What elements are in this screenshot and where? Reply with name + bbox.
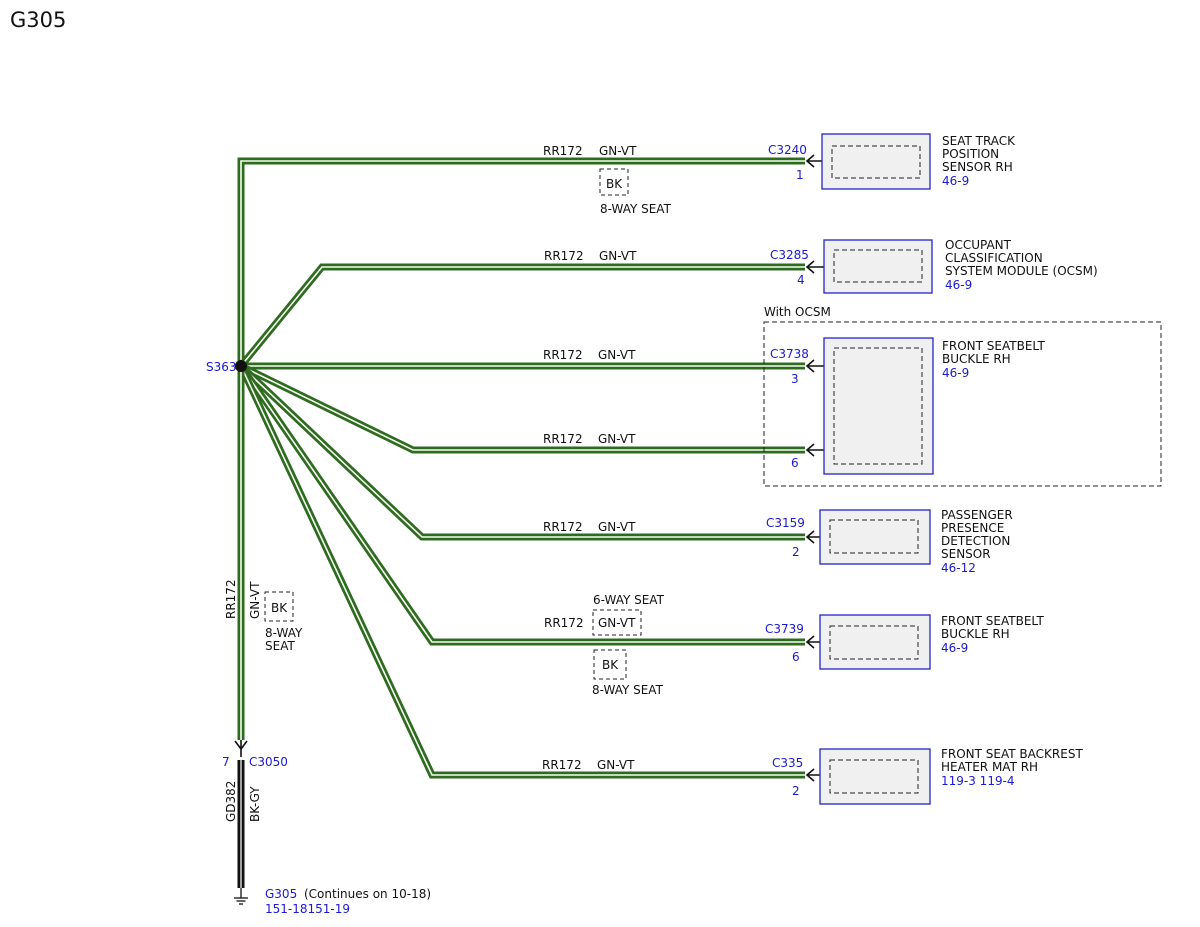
arrow-c3050 bbox=[234, 740, 248, 757]
option-box-text: BK bbox=[606, 177, 623, 191]
pin-number: 4 bbox=[797, 273, 805, 287]
pin-number: 6 bbox=[792, 650, 800, 664]
pin-number: 1 bbox=[796, 168, 804, 182]
wire-label-color: GN-VT bbox=[598, 520, 636, 534]
with-ocsm-group bbox=[763, 321, 1162, 487]
component-passenger-presence[interactable] bbox=[819, 509, 931, 565]
component-seatbelt-buckle[interactable] bbox=[819, 614, 931, 670]
with-ocsm-label: With OCSM bbox=[764, 305, 831, 319]
connector-id: C3159 bbox=[766, 516, 805, 530]
wire-label-circuit: RR172 bbox=[544, 249, 584, 263]
component-name-line: HEATER MAT RH bbox=[941, 760, 1038, 774]
option-top-label: 6-WAY SEAT bbox=[593, 593, 665, 607]
wire-label-circuit: RR172 bbox=[542, 758, 582, 772]
option-box-bk-c3739 bbox=[593, 649, 627, 680]
wires bbox=[237, 157, 805, 888]
option-box-gnvt-6way bbox=[592, 609, 642, 636]
connector-arrows bbox=[234, 154, 834, 782]
ground-connector-id: C3050 bbox=[249, 755, 288, 769]
option-box-bk-vertical bbox=[264, 591, 294, 622]
wire-labels: RR172 GN-VT BK 8-WAY SEAT RR172 GN-VT RR… bbox=[224, 144, 672, 822]
component-name-line: DETECTION bbox=[941, 534, 1010, 548]
pin-number: 2 bbox=[792, 784, 800, 798]
option-box-text: BK bbox=[602, 658, 619, 672]
wire-c3159[interactable] bbox=[238, 363, 805, 541]
component-name-line: FRONT SEATBELT bbox=[942, 339, 1045, 353]
vertical-wire-color: GN-VT bbox=[248, 581, 262, 619]
component-name-line: FRONT SEAT BACKREST bbox=[941, 747, 1083, 761]
wire-c3240[interactable] bbox=[237, 157, 805, 366]
option-box-text: BK bbox=[271, 601, 288, 615]
component-name-line: BUCKLE RH bbox=[941, 627, 1010, 641]
splice-label: S363 bbox=[206, 360, 237, 374]
wire-label-circuit: RR172 bbox=[543, 144, 583, 158]
option-label-line1: 8-WAY bbox=[265, 626, 303, 640]
component-name-line: BUCKLE RH bbox=[942, 352, 1011, 366]
ground-symbol bbox=[234, 888, 248, 905]
component-name-line: POSITION bbox=[942, 147, 999, 161]
connector-id: C3739 bbox=[765, 622, 804, 636]
ground-page-ref: 151-18151-19 bbox=[265, 902, 350, 916]
component-page-ref: 119-3 119-4 bbox=[941, 774, 1015, 788]
wire-label-circuit: RR172 bbox=[543, 348, 583, 362]
connector-id: C3240 bbox=[768, 143, 807, 157]
component-seatbelt-buckle-ocsm[interactable] bbox=[823, 337, 934, 475]
connector-id: C3738 bbox=[770, 347, 809, 361]
connector-id: C335 bbox=[772, 756, 803, 770]
component-name-line: FRONT SEATBELT bbox=[941, 614, 1044, 628]
wire-label-color: GN-VT bbox=[599, 144, 637, 158]
wire-label-color: GN-VT bbox=[597, 758, 635, 772]
component-name-line: SENSOR RH bbox=[942, 160, 1013, 174]
component-name-line: SYSTEM MODULE (OCSM) bbox=[945, 264, 1098, 278]
component-name-line: PASSENGER bbox=[941, 508, 1013, 522]
option-box-bk-top bbox=[599, 168, 629, 196]
ground-wire-circuit: GD382 bbox=[224, 781, 238, 822]
pin-number: 2 bbox=[792, 545, 800, 559]
ground-id: G305 bbox=[265, 887, 297, 901]
wire-label-color: GN-VT bbox=[598, 348, 636, 362]
component-page-ref: 46-9 bbox=[942, 174, 969, 188]
wire-c3738-pin6[interactable] bbox=[239, 362, 805, 454]
connector-labels: C3240 1 C3285 4 C3738 3 6 C3159 2 C3739 … bbox=[222, 143, 809, 798]
component-name-line: PRESENCE bbox=[941, 521, 1004, 535]
wire-label-circuit: RR172 bbox=[543, 520, 583, 534]
pin-number: 6 bbox=[791, 456, 799, 470]
component-page-ref: 46-9 bbox=[942, 366, 969, 380]
wire-label-color: GN-VT bbox=[599, 249, 637, 263]
pin-number: 3 bbox=[791, 372, 799, 386]
splice-dot[interactable] bbox=[235, 360, 247, 372]
wire-c3739[interactable] bbox=[238, 364, 805, 646]
wire-label-color: GN-VT bbox=[598, 432, 636, 446]
option-label-line2: SEAT bbox=[265, 639, 295, 653]
component-name-line: SENSOR bbox=[941, 547, 991, 561]
component-labels: SEAT TRACK POSITION SENSOR RH 46-9 OCCUP… bbox=[941, 134, 1098, 788]
component-seat-track-sensor[interactable] bbox=[821, 133, 931, 190]
wire-c3285[interactable] bbox=[238, 263, 805, 369]
component-page-ref: 46-9 bbox=[945, 278, 972, 292]
option-label: 8-WAY SEAT bbox=[600, 202, 672, 216]
ground-note: (Continues on 10-18) bbox=[304, 887, 431, 901]
component-name-line: CLASSIFICATION bbox=[945, 251, 1043, 265]
wire-c335[interactable] bbox=[237, 364, 805, 779]
ground-wire-color: BK-GY bbox=[248, 786, 262, 822]
component-name-line: SEAT TRACK bbox=[942, 134, 1016, 148]
component-name-line: OCCUPANT bbox=[945, 238, 1012, 252]
component-ocsm[interactable] bbox=[823, 239, 933, 294]
component-page-ref: 46-9 bbox=[941, 641, 968, 655]
component-heater-mat[interactable] bbox=[819, 748, 931, 805]
component-page-ref: 46-12 bbox=[941, 561, 976, 575]
connector-id: C3285 bbox=[770, 248, 809, 262]
ground-connector-pin: 7 bbox=[222, 755, 230, 769]
page-title: G305 bbox=[10, 8, 67, 32]
option-label: 8-WAY SEAT bbox=[592, 683, 664, 697]
wire-label-circuit: RR172 bbox=[543, 432, 583, 446]
vertical-wire-circuit: RR172 bbox=[224, 579, 238, 619]
wire-label-circuit: RR172 bbox=[544, 616, 584, 630]
wire-label-color: GN-VT bbox=[598, 616, 636, 630]
